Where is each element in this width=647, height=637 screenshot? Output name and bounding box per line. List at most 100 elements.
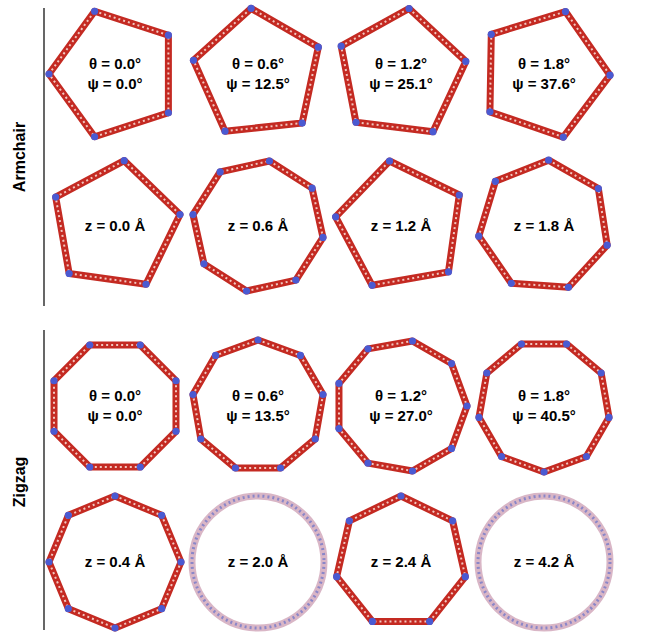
ring-label-group: θ = 0.6°ψ = 12.5° xyxy=(183,0,333,149)
vertex-atom xyxy=(475,233,482,240)
ring-band xyxy=(49,11,168,137)
vertex-atom xyxy=(409,337,416,344)
parameter-label: z = 2.0 Å xyxy=(228,552,288,572)
ring-band xyxy=(193,8,318,131)
vertex-atom xyxy=(448,360,455,367)
vertex-atom xyxy=(545,157,552,164)
nanotube-ring: z = 2.0 Å xyxy=(183,487,333,637)
vertex-atom xyxy=(50,377,57,384)
vertex-atom xyxy=(299,119,306,126)
nanotube-ring: z = 0.6 Å xyxy=(183,151,333,301)
vertex-atom xyxy=(190,57,197,64)
vertex-atom xyxy=(142,281,149,288)
vertex-atom xyxy=(158,512,165,519)
ring-outline xyxy=(469,0,619,149)
vertex-atom xyxy=(565,284,572,291)
nanotube-ring: θ = 1.8°ψ = 40.5° xyxy=(469,331,619,481)
vertex-atom xyxy=(52,193,59,200)
parameter-label: ψ = 12.5° xyxy=(226,74,290,94)
nanotube-ring: θ = 1.2°ψ = 25.1° xyxy=(326,0,476,149)
vertex-atom xyxy=(254,336,261,343)
ring-outline xyxy=(40,331,190,481)
vertex-atom xyxy=(297,352,304,359)
parameter-label: θ = 1.2° xyxy=(375,54,427,74)
parameter-label: ψ = 25.1° xyxy=(369,74,433,94)
vertex-atom xyxy=(177,558,184,565)
vertex-atom xyxy=(335,380,342,387)
parameter-label: z = 2.4 Å xyxy=(371,552,431,572)
ring-outline xyxy=(183,0,333,149)
vertex-atom xyxy=(319,234,326,241)
vertex-atom xyxy=(66,270,73,277)
vertex-atom xyxy=(606,72,613,79)
nanotube-ring: z = 2.4 Å xyxy=(326,487,476,637)
atom-texture xyxy=(56,161,180,285)
ring-label-group: θ = 1.2°ψ = 25.1° xyxy=(326,0,476,149)
vertex-atom xyxy=(352,119,359,126)
ring-band xyxy=(193,161,323,291)
ring-label-group: z = 0.0 Å xyxy=(40,151,190,301)
vertex-atom xyxy=(332,213,339,220)
vertex-atom xyxy=(312,435,319,442)
vertex-atom xyxy=(45,70,52,77)
vertex-atom xyxy=(462,58,469,65)
vertex-atom xyxy=(448,445,455,452)
vertex-atom xyxy=(583,453,590,460)
vertex-atom xyxy=(111,492,118,499)
parameter-label: z = 1.2 Å xyxy=(371,216,431,236)
vertex-atom xyxy=(217,168,224,175)
vertex-atom xyxy=(508,280,515,287)
ring-label-group: θ = 0.0°ψ = 0.0° xyxy=(40,0,190,149)
nanotube-ring: θ = 1.8°ψ = 37.6° xyxy=(469,0,619,149)
parameter-label: ψ = 0.0° xyxy=(87,74,142,94)
ring-label-group: z = 2.4 Å xyxy=(326,487,476,637)
ring-outline xyxy=(40,0,190,149)
group-label: Zigzag xyxy=(11,457,29,508)
vertex-atom xyxy=(248,5,255,12)
vertex-atom xyxy=(333,573,340,580)
atom-texture xyxy=(336,161,460,285)
vertex-atom xyxy=(364,345,371,352)
vertex-atom xyxy=(426,618,433,625)
vertex-atom xyxy=(364,460,371,467)
vertex-atom xyxy=(243,287,250,294)
vertex-atom xyxy=(308,185,315,192)
vertex-atom xyxy=(65,605,72,612)
vertex-atom xyxy=(172,377,179,384)
group-rule xyxy=(43,330,44,630)
atom-texture xyxy=(49,11,168,137)
atom-texture xyxy=(479,160,607,287)
ring-outline xyxy=(469,331,619,481)
atom-texture xyxy=(490,12,610,138)
vertex-atom xyxy=(445,268,452,275)
nanotube-ring: θ = 1.2°ψ = 27.0° xyxy=(326,331,476,481)
parameter-label: ψ = 27.0° xyxy=(369,406,433,426)
parameter-label: θ = 1.8° xyxy=(518,386,570,406)
ring-label-group: z = 1.2 Å xyxy=(326,151,476,301)
ring-band xyxy=(337,496,466,621)
vertex-atom xyxy=(405,5,412,12)
vertex-atom xyxy=(518,340,525,347)
atom-texture xyxy=(49,496,181,628)
parameter-label: z = 1.8 Å xyxy=(514,216,574,236)
vertex-atom xyxy=(91,8,98,15)
parameter-label: θ = 0.0° xyxy=(89,386,141,406)
ring-outline xyxy=(183,331,333,481)
vertex-atom xyxy=(165,32,172,39)
vertex-atom xyxy=(86,341,93,348)
vertex-atom xyxy=(335,425,342,432)
vertex-atom xyxy=(595,185,602,192)
ring-band xyxy=(56,161,180,285)
vertex-atom xyxy=(540,468,547,475)
vertex-atom xyxy=(598,369,605,376)
ring-label-group: z = 4.2 Å xyxy=(469,487,619,637)
vertex-atom xyxy=(498,453,505,460)
nanotube-ring: z = 1.2 Å xyxy=(326,151,476,301)
atom-texture xyxy=(479,344,609,472)
vertex-atom xyxy=(488,31,495,38)
ring-label-group: z = 1.8 Å xyxy=(469,151,619,301)
parameter-label: z = 0.6 Å xyxy=(228,216,288,236)
parameter-label: θ = 0.6° xyxy=(232,386,284,406)
ring-label-group: θ = 1.8°ψ = 37.6° xyxy=(469,0,619,149)
vertex-atom xyxy=(560,134,567,141)
